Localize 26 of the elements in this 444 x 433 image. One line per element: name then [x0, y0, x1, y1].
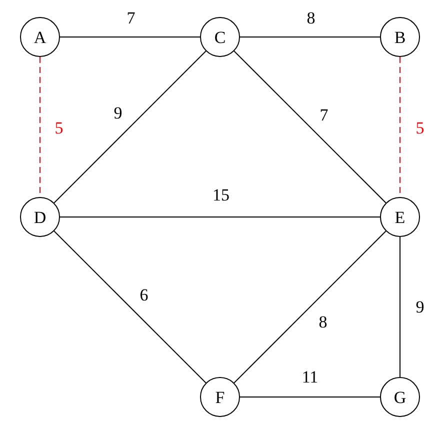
graph-node: G: [380, 377, 420, 417]
edge-line: [240, 396, 380, 398]
graph-node: A: [20, 17, 60, 57]
graph-node: C: [200, 17, 240, 57]
edge-label: 9: [414, 298, 426, 316]
edge-label: 8: [318, 314, 328, 330]
edge-label: 7: [126, 10, 136, 26]
edge-label: 7: [318, 106, 330, 124]
graph-node: F: [200, 377, 240, 417]
edge-line: [240, 36, 380, 38]
edge-line: [54, 230, 206, 384]
edge-line: [234, 230, 386, 384]
edge-label: 5: [414, 120, 426, 136]
edge-line: [54, 50, 206, 204]
edge-label: 5: [54, 120, 64, 136]
edge-line: [60, 216, 380, 218]
edge-label: 6: [138, 286, 150, 304]
edge-label: 11: [300, 368, 320, 386]
graph-node: E: [380, 197, 420, 237]
graph-node: B: [380, 17, 420, 57]
edge-label: 8: [306, 10, 316, 26]
edge-label: 15: [212, 186, 230, 204]
edge-line: [234, 50, 386, 204]
edge-line: [60, 36, 200, 38]
graph-node: D: [20, 197, 60, 237]
edge-label: 9: [112, 104, 124, 122]
